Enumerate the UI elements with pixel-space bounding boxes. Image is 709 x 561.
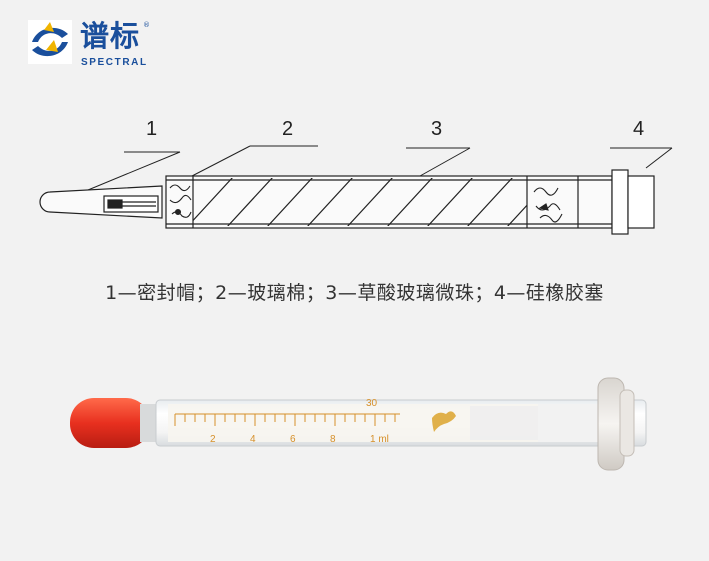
cap-neck bbox=[140, 404, 158, 442]
diagram-legend: 1—密封帽；2—玻璃棉；3—草酸玻璃微珠；4—硅橡胶塞 bbox=[105, 282, 604, 304]
scale-label-8: 8 bbox=[330, 434, 336, 445]
glass-wool-drawing bbox=[169, 184, 563, 223]
seal-cap-drawing bbox=[39, 185, 163, 219]
callout-number-2: 2 bbox=[282, 118, 294, 140]
logo-brand-en: SPECTRAL bbox=[81, 57, 148, 68]
callout-leaders bbox=[87, 145, 673, 191]
scale-label-1ml: 1 ml bbox=[370, 434, 389, 445]
tube-drawing bbox=[39, 145, 673, 235]
scale-label-2: 2 bbox=[210, 434, 216, 445]
silicone-plug-drawing bbox=[611, 169, 655, 235]
dove-logo-icon bbox=[432, 411, 456, 432]
red-cap bbox=[70, 398, 150, 448]
glass-wool bbox=[470, 406, 540, 440]
logo-brand-cn: 谱标 bbox=[80, 19, 141, 53]
brand-logo: 谱标 ® SPECTRAL bbox=[28, 18, 158, 70]
callout-number-4: 4 bbox=[633, 118, 645, 140]
tube-diagram: 1 2 3 4 bbox=[0, 110, 709, 250]
logo-mark-icon bbox=[28, 20, 72, 64]
flange-rim bbox=[619, 389, 635, 457]
tube-photo: 30 2 4 6 8 1 ml bbox=[60, 360, 660, 480]
logo-registered-mark: ® bbox=[143, 21, 150, 29]
tube-photo-drawing: 30 2 4 6 8 1 ml bbox=[70, 377, 647, 471]
scale-label-4: 4 bbox=[250, 434, 256, 445]
bead-hatching bbox=[193, 178, 527, 226]
callout-number-1: 1 bbox=[146, 118, 158, 140]
scale-label-6: 6 bbox=[290, 434, 296, 445]
callout-number-3: 3 bbox=[431, 118, 443, 140]
scale-top-label: 30 bbox=[366, 398, 378, 409]
graduation-marks bbox=[174, 413, 400, 426]
plug-inner bbox=[538, 404, 598, 442]
